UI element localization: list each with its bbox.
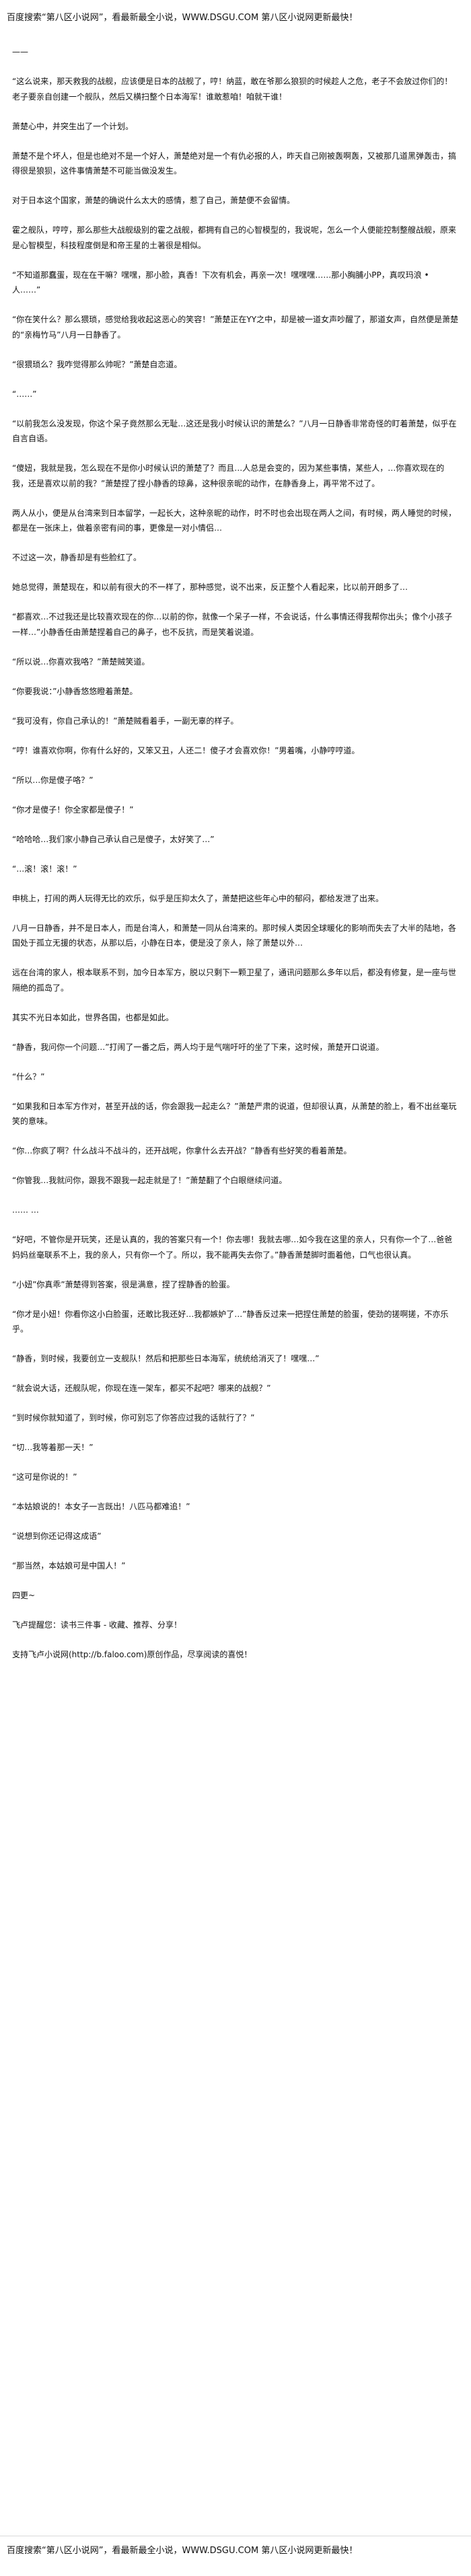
paragraph: “什么？” xyxy=(12,1071,45,1082)
paragraph: 不过这一次，静香却是有些脸红了。 xyxy=(12,553,142,562)
paragraph: 申桃上，打闹的两人玩得无比的欢乐，似乎是压抑太久了，萧楚把这些年心中的郁闷，都给… xyxy=(12,893,384,903)
paragraph: “很猥琐么？我咋觉得那么帅呢？”萧楚自恋道。 xyxy=(12,359,182,369)
paragraph: 两人从小，便是从台湾来到日本留学，一起长大，这种亲昵的动作，时不时也会出现在两人… xyxy=(12,508,457,533)
paragraph: “到时候你就知道了，到时候，你可别忘了你答应过我的话就行了？” xyxy=(12,1413,255,1423)
paragraph: 对于日本这个国家，萧楚的确说什么太大的感情，惹了自己，萧楚便不会留情。 xyxy=(12,196,295,205)
chapter-end-note: 四更~ xyxy=(12,1591,36,1600)
paragraph: 远在台湾的家人，根本联系不到，加今日本军方，脱以只剩下一颗卫星了，通讯问题那么多… xyxy=(12,968,457,993)
paragraph: “以前我怎么没发现，你这个呆子竟然那么无耻…这还是我小时候认识的萧楚么？”八月一… xyxy=(12,418,457,444)
paragraph: 八月一日静香，并不是日本人，而是台湾人，和萧楚一同从台湾来的。那时候人类因全球暖… xyxy=(12,923,457,948)
paragraph: 萧楚不是个坏人，但是也绝对不是一个好人，萧楚绝对是一个有仇必报的人，昨天自己刚被… xyxy=(12,151,457,176)
paragraph: “你才是傻子！你全家都是傻子！” xyxy=(12,804,134,815)
paragraph: “静香，我问你一个问题…”打闹了一番之后，两人均于是气喘吁吁的坐了下来，这时候，… xyxy=(12,1042,384,1052)
paragraph: 萧楚心中，并突生出了一个计划。 xyxy=(12,121,134,131)
paragraph: “哼！谁喜欢你啊，你有什么好的，又笨又丑，人还二！傻子才会喜欢你！”男着嘴，小静… xyxy=(12,745,360,755)
paragraph: “说想到你还记得这成语” xyxy=(12,1531,102,1541)
paragraph-list: —— “这么说来，那天救我的战舰，应该便是日本的战舰了，哼！纳蓝，敢在爷那么狼狈的… xyxy=(12,44,459,1574)
paragraph: “小妞”你真乖”萧楚得到答案，很是满意，捏了捏静香的脸蛋。 xyxy=(12,1279,235,1289)
paragraph: “哈哈哈…我们家小静自己承认自己是傻子，太好笑了…” xyxy=(12,834,215,844)
paragraph: “静香，到时候，我要创立一支舰队！然后和把那些日本海军，统统给消灭了！嘿嘿…” xyxy=(12,1354,320,1363)
top-banner: 百度搜索“第八区小说网”，看最新最全小说，WWW.DSGU.COM 第八区小说网… xyxy=(7,13,358,23)
paragraph: “切…我等着那一天！” xyxy=(12,1443,94,1452)
paragraph: …… … xyxy=(12,1205,39,1215)
chapter-content: —— “这么说来，那天救我的战舰，应该便是日本的战舰了，哼！纳蓝，敢在爷那么狼狈的… xyxy=(12,44,459,1676)
paragraph: 其实不光日本如此，世界各国，也都是如此。 xyxy=(12,1012,174,1022)
paragraph: “这么说来，那天救我的战舰，应该便是日本的战舰了，哼！纳蓝，敢在爷那么狼狈的时候… xyxy=(12,77,453,102)
paragraph: 她总觉得，萧楚现在，和以前有很大的不一样了，那种感觉，说不出来，反正整个人看起来… xyxy=(12,582,408,592)
paragraph: “…滚！滚！滚！” xyxy=(12,864,77,874)
paragraph: “你才是小妞！你看你这小白脸蛋，还敢比我还好…我都嫉妒了…”静香反过来一把捏住萧… xyxy=(12,1309,449,1334)
paragraph: “你管我…我就问你，跟我不跟我一起走就是了！”萧楚翻了个白眼继续问道。 xyxy=(12,1176,287,1185)
paragraph: “本姑娘说的！本女子一言既出！八匹马都难追！” xyxy=(12,1502,190,1511)
paragraph: “都喜欢…不过我还是比较喜欢现在的你…以前的你，就像一个呆子一样，不会说话，什么… xyxy=(12,612,453,637)
paragraph: “你要我说：”小静香悠悠瞪着萧楚。 xyxy=(12,686,138,696)
paragraph: “不知道那蠢蛋，现在在干嘛？嘿嘿，那小脸，真香！下次有机会，再亲一次！嘿嘿嘿……… xyxy=(12,270,429,295)
paragraph: “所以…你是傻子咯？” xyxy=(12,775,94,785)
paragraph: “我可没有，你自己承认的！”萧楚贼看着手，一副无辜的样子。 xyxy=(12,716,239,726)
paragraph: “所以说…你喜欢我咯？”萧楚贼笑道。 xyxy=(12,656,150,667)
paragraph: “这可是你说的！” xyxy=(12,1472,77,1482)
paragraph: “那当然，本姑娘可是中国人！” xyxy=(12,1561,126,1570)
paragraph: —— xyxy=(12,47,28,56)
paragraph: “……” xyxy=(12,389,37,399)
paragraph: “好吧，不管你是开玩笑，还是认真的，我的答案只有一个！你去哪！我就去哪…如今我在… xyxy=(12,1235,453,1260)
paragraph: “如果我和日本军方作对，甚至开战的话，你会跟我一起走么？”萧楚严肃的说道，但却很… xyxy=(12,1101,457,1127)
paragraph: “傻妞，我就是我，怎么现在不是你小时候认识的萧楚了？而且…人总是会变的，因为某些… xyxy=(12,463,445,488)
bottom-banner: 百度搜索“第八区小说网”，看最新最全小说，WWW.DSGU.COM 第八区小说网… xyxy=(7,2546,358,2556)
paragraph: 霍之舰队，哼哼，那么那些大战舰级别的霍之战舰，都拥有自己的心智模型的，我说呢，怎… xyxy=(12,225,457,250)
paragraph: “你…你疯了啊？什么战斗不战斗的，还开战呢，你拿什么去开战？”静香有些好笑的看着… xyxy=(12,1146,352,1156)
support-link[interactable]: 支持飞卢小说网(http://b.faloo.com)原创作品，尽享阅读的喜悦！ xyxy=(12,1649,252,1659)
reading-reminder: 飞卢提醒您：读书三件事 - 收藏、推荐、分享！ xyxy=(12,1620,182,1630)
paragraph: “就会说大话，还舰队呢，你现在连一架车，都买不起吧？哪来的战舰？” xyxy=(12,1384,271,1393)
paragraph: “你在笑什么？那么猥琐，感觉给我收起这恶心的笑容！”萧楚正在YY之中，却是被一道… xyxy=(12,315,459,340)
